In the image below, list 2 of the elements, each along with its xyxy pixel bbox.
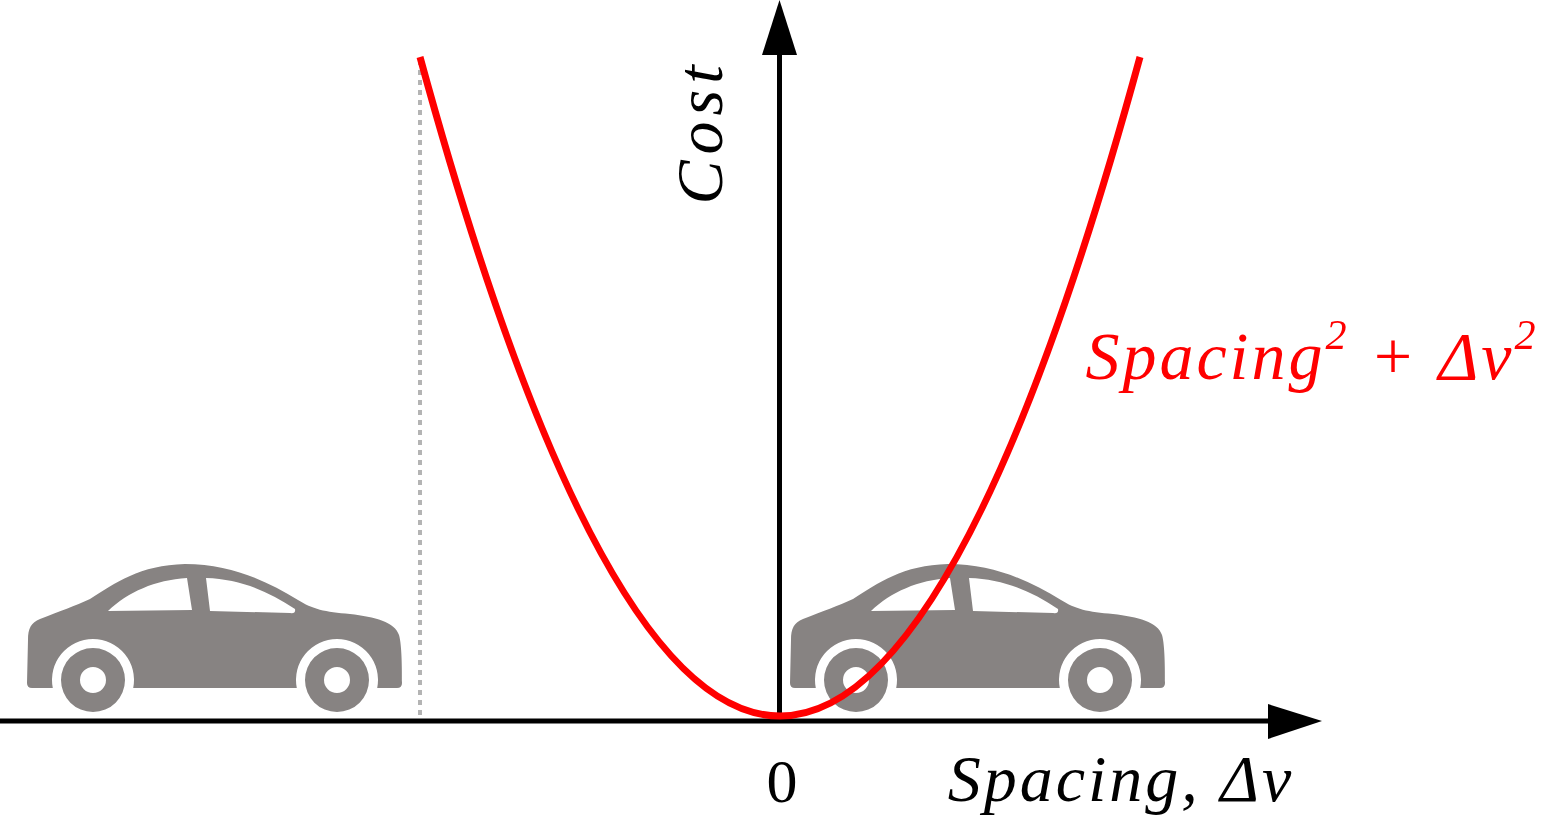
axis-title: Cost [667, 59, 733, 205]
tick-label: 0 [766, 750, 798, 812]
